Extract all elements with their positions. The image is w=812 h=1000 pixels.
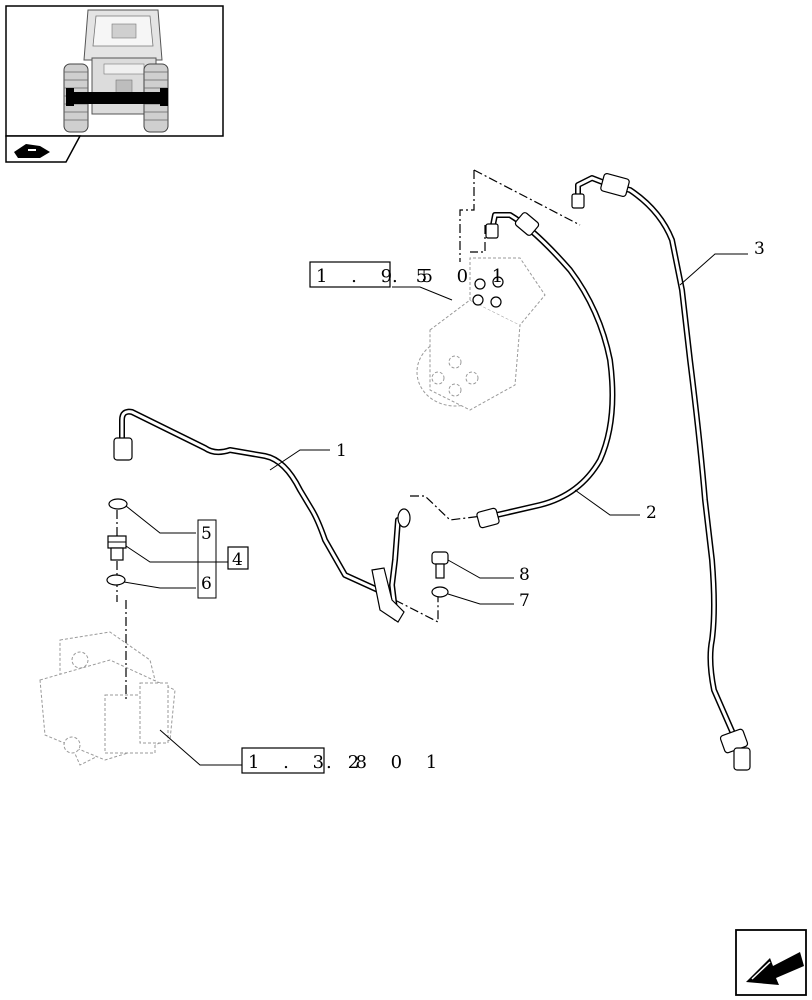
tractor-front-view-icon [63,9,169,133]
callout-2[interactable]: 2 [574,489,657,523]
pipe-3[interactable] [571,173,751,771]
pipe-1-fitting [113,437,133,461]
reference-upper[interactable]: 1 . 9 5 . 5 0 1 [309,261,512,301]
seal-5[interactable] [108,498,128,510]
callout-8[interactable]: 8 [447,559,530,585]
pump-ghost [39,631,176,766]
pipe-1[interactable] [113,408,411,623]
reference-lower[interactable]: 1 . 3 2 . 8 0 1 [159,729,446,774]
hydraulics-category-icon [14,144,50,158]
assembly-lines [116,169,581,700]
callout-8-label: 8 [519,565,530,585]
reference-lower-boxed: 1 . 3 2 [248,752,368,773]
previous-page-arrow-icon [746,952,804,985]
callout-6[interactable]: 6 [123,574,212,594]
reference-upper-boxed: 1 . 9 5 [316,266,436,287]
tractor-thumbnail[interactable] [5,5,224,137]
callout-4-label: 4 [232,550,243,570]
callout-3[interactable]: 3 [679,239,765,286]
callout-7-label: 7 [519,591,530,611]
category-tab[interactable] [5,135,82,163]
callout-5-label: 5 [201,524,212,544]
bolt-8[interactable] [431,551,449,579]
pipe-2[interactable] [476,211,616,529]
callout-6-label: 6 [201,574,212,594]
adapter-4[interactable] [107,535,127,561]
previous-page-button[interactable] [735,929,807,996]
pipe-1-bracket [371,567,405,623]
steering-unit-ghost [416,257,546,411]
reference-lower-rest: . 8 0 1 [326,752,446,773]
callout-7[interactable]: 7 [447,591,530,611]
callout-group-4-5-6 [197,519,249,599]
callout-4[interactable]: 4 [125,545,243,570]
callout-2-label: 2 [646,503,657,523]
reference-upper-rest: . 5 0 1 [392,266,512,287]
callout-5[interactable]: 5 [125,505,212,544]
callout-3-label: 3 [754,239,765,259]
seal-6[interactable] [106,574,126,586]
callout-1[interactable]: 1 [269,441,347,471]
washer-7[interactable] [431,586,449,598]
callout-1-label: 1 [336,441,347,461]
